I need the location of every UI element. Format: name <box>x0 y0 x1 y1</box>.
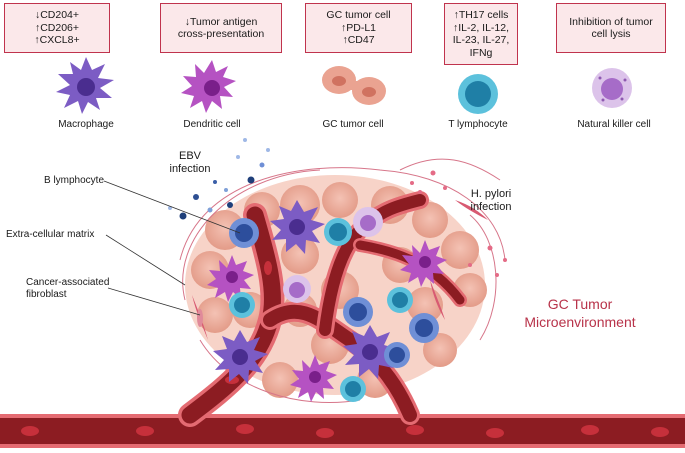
box-line: Inhibition of tumor <box>569 15 653 28</box>
label-nk-cell: Natural killer cell <box>577 119 651 130</box>
label-gc-tumor-cell: GC tumor cell <box>322 119 384 130</box>
label-dendritic-cell: Dendritic cell <box>183 119 241 130</box>
cancer-associated-fibroblasts <box>192 200 488 340</box>
label-hpylori-line2: infection <box>470 201 512 213</box>
callout-lines <box>103 180 241 316</box>
box-line: ↑CXCL8+ <box>34 34 80 47</box>
h-pylori-bacteria <box>410 170 507 277</box>
label-caf-line2: fibroblast <box>26 289 67 300</box>
dendritic-info-box: ↓Tumor antigen cross-presentation <box>160 3 282 53</box>
diagram-title: GC Tumor Microenvironment <box>500 295 660 331</box>
box-line: cross-presentation <box>177 28 265 40</box>
box-line: ↑IL-2, IL-12, <box>452 21 510 34</box>
t-cell-info-box: ↑TH17 cells ↑IL-2, IL-12, IL-23, IL-27, … <box>444 3 518 65</box>
label-caf: Cancer-associated fibroblast <box>26 277 109 301</box>
tumor-macrophages <box>213 200 398 384</box>
box-line: ↓Tumor antigen <box>184 15 258 28</box>
label-b-lymphocyte: B lymphocyte <box>44 175 105 186</box>
nk-cell-icon <box>592 68 632 108</box>
label-hpylori-line1: H. pylori <box>470 188 512 200</box>
tumor-t-lymphocytes <box>229 218 413 402</box>
ebv-virus-particles <box>168 138 270 220</box>
red-blood-cells <box>21 261 669 438</box>
label-t-lymphocyte: T lymphocyte <box>448 119 508 130</box>
title-line2: Microenvironment <box>524 314 636 330</box>
box-line: IFNg <box>469 46 493 59</box>
box-line: ↑CD206+ <box>34 21 80 34</box>
box-line: cell lysis <box>591 28 631 40</box>
nk-info-box: Inhibition of tumor cell lysis <box>556 3 666 53</box>
title-line1: GC Tumor <box>547 296 613 312</box>
box-line: GC tumor cell <box>326 9 391 22</box>
label-hpylori-infection: H. pylori infection <box>456 188 526 214</box>
label-ebv-line2: infection <box>169 163 211 175</box>
label-macrophage: Macrophage <box>58 119 114 130</box>
tumor-nk-cells <box>283 207 383 303</box>
macrophage-icon <box>56 57 114 114</box>
box-line: IL-23, IL-27, <box>452 34 510 46</box>
dendritic-cell-icon <box>181 60 236 113</box>
box-line: ↓CD204+ <box>34 9 80 22</box>
box-line: ↑TH17 cells <box>453 9 509 21</box>
gc-tumor-cell-icon <box>322 66 386 105</box>
label-ebv-infection: EBV infection <box>165 150 215 176</box>
macrophage-info-box: ↓CD204+ ↑CD206+ ↑CXCL8+ <box>4 3 110 53</box>
extracellular-matrix-fibers <box>179 158 506 403</box>
box-line: ↑CD47 <box>342 34 375 47</box>
label-extracellular-matrix: Extra-cellular matrix <box>6 229 95 240</box>
box-line: ↑PD-L1 <box>340 21 376 34</box>
t-lymphocyte-icon <box>458 74 498 114</box>
tumor-dendritic-cells <box>207 240 447 402</box>
tumor-b-lymphocytes <box>229 218 439 368</box>
label-ebv-line1: EBV <box>178 150 201 162</box>
label-caf-line1: Cancer-associated <box>26 277 110 288</box>
tumor-info-box: GC tumor cell ↑PD-L1 ↑CD47 <box>305 3 412 53</box>
